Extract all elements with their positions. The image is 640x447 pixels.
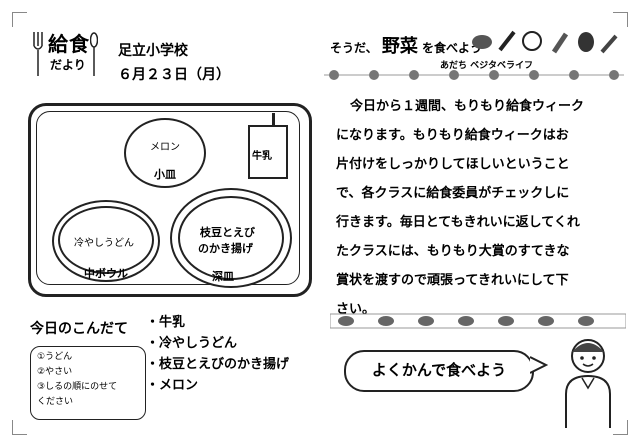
serving-order-note: ①うどん ②やさい ③しるの順にのせて ください xyxy=(30,346,146,420)
chew-well-banner: よくかんで食べよう xyxy=(344,350,534,392)
menu-item: 冷やしうどん xyxy=(146,333,289,354)
note-line: ②やさい xyxy=(37,367,73,377)
logo-subtitle: だより xyxy=(50,58,86,72)
note-line: ③しるの順にのせて xyxy=(37,382,118,392)
spoon-icon xyxy=(90,32,98,76)
deep-plate-food-line1: 枝豆とえび xyxy=(200,226,255,239)
logo-title: 給食 xyxy=(48,32,90,56)
straw-icon xyxy=(272,113,275,127)
campaign-post: を食べよう xyxy=(422,41,483,55)
menu-item: 枝豆とえびのかき揚げ xyxy=(146,354,289,375)
note-line: ください xyxy=(37,397,74,407)
medium-bowl-inner xyxy=(58,206,154,274)
nutritionist-illustration xyxy=(565,339,611,428)
small-plate-label: 小皿 xyxy=(154,168,176,181)
deep-plate-inner xyxy=(178,196,284,280)
crop-mark-top-right xyxy=(613,12,628,27)
article-line: 行きます。毎日とてもきれいに返してくれ xyxy=(336,215,580,230)
menu-item: 牛乳 xyxy=(146,312,289,333)
vegetables-icon xyxy=(472,30,618,54)
campaign-pre: そうだ、 xyxy=(330,41,378,55)
menu-item: メロン xyxy=(146,375,289,396)
article-body: 今日から１週間、もりもり給食ウィーク になります。もりもり給食ウィークはお 片付… xyxy=(336,92,616,324)
article-line: 今日から１週間、もりもり給食ウィーク xyxy=(350,99,585,114)
vegetable-border-top xyxy=(324,70,624,80)
article-line: になります。もりもり給食ウィークはお xyxy=(336,128,569,143)
vegetable-campaign-header: そうだ、 野菜 を食べよう xyxy=(330,32,482,58)
lunch-tray-inner xyxy=(36,111,300,285)
deep-plate-label: 深皿 xyxy=(212,270,234,283)
campaign-main: 野菜 xyxy=(381,36,418,57)
speech-tail xyxy=(530,356,548,374)
note-line: ①うどん xyxy=(37,352,73,362)
small-plate xyxy=(124,118,206,188)
campaign-sub: あだち ベジタベライフ xyxy=(440,61,533,71)
crop-mark-bottom-left xyxy=(12,420,27,435)
milk-label: 牛乳 xyxy=(252,151,272,162)
crop-mark-top-left xyxy=(12,12,27,27)
kyushoku-dayori-logo: 給食 だより xyxy=(32,28,98,80)
banner-text: よくかんで食べよう xyxy=(371,361,507,379)
article-line: 片付けをしっかりしてほしいということ xyxy=(336,157,570,172)
lunch-tray xyxy=(28,103,312,297)
menu-list: 牛乳 冷やしうどん 枝豆とえびのかき揚げ メロン xyxy=(146,312,289,396)
menu-title: 今日のこんだて xyxy=(30,321,128,337)
issue-date: ６月２３日（月） xyxy=(118,67,230,83)
small-plate-food: メロン xyxy=(150,142,180,153)
article-line: たクラスには、もりもり大賞のすてきな xyxy=(336,244,570,259)
article-line: で、各クラスに給食委員がチェックしに xyxy=(336,186,570,201)
medium-bowl-label: 中ボウル xyxy=(84,267,128,280)
article-line: 賞状を渡すので頑張ってきれいにして下 xyxy=(336,273,569,288)
deep-plate-food-line2: のかき揚げ xyxy=(198,242,253,255)
article-line: さい。 xyxy=(336,302,376,317)
fork-icon xyxy=(33,32,43,76)
milk-carton: 牛乳 xyxy=(248,113,288,179)
crop-mark-bottom-right xyxy=(613,420,628,435)
medium-bowl-food: 冷やしうどん xyxy=(74,238,134,249)
school-name: 足立小学校 xyxy=(118,43,188,59)
vegetable-border-bottom xyxy=(330,313,626,329)
